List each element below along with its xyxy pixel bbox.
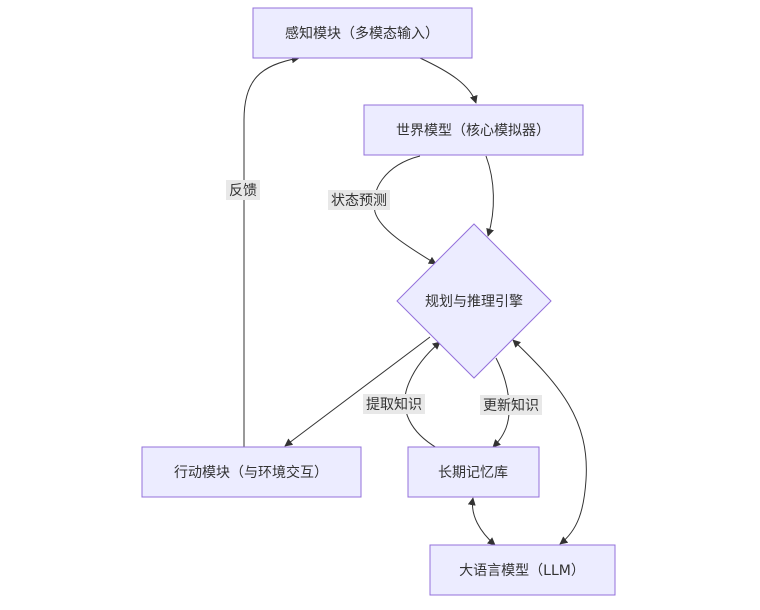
edge-planning-to-action <box>284 336 431 447</box>
node-perception-module-label: 感知模块（多模态输入） <box>285 25 439 42</box>
node-long-term-memory[interactable]: 长期记忆库 <box>407 446 540 498</box>
node-world-model[interactable]: 世界模型（核心模拟器） <box>363 104 584 156</box>
node-action-module-label: 行动模块（与环境交互） <box>174 464 328 481</box>
edge-label-feedback-text: 反馈 <box>229 183 257 199</box>
node-world-model-label: 世界模型（核心模拟器） <box>396 123 550 139</box>
edge-label-retrieve-knowledge-text: 提取知识 <box>366 396 422 413</box>
edge-label-retrieve-knowledge: 提取知识 <box>363 394 425 414</box>
edges <box>243 55 587 546</box>
edge-perception-to-world-model <box>419 57 478 104</box>
edge-label-update-knowledge: 更新知识 <box>480 395 542 415</box>
edge-memory-llm-bidirectional <box>467 497 496 546</box>
node-llm-label: 大语言模型（LLM） <box>459 563 585 579</box>
edge-planning-llm-bidirectional <box>512 339 587 545</box>
edge-label-state-prediction: 状态预测 <box>328 190 390 210</box>
node-perception-module[interactable]: 感知模块（多模态输入） <box>252 7 473 59</box>
edge-world-model-to-planning-state-prediction <box>373 155 437 265</box>
edge-label-feedback: 反馈 <box>226 180 260 200</box>
edge-planning-to-memory-update <box>492 357 510 448</box>
node-long-term-memory-label: 长期记忆库 <box>438 465 508 481</box>
edge-action-to-perception-feedback <box>243 55 300 447</box>
node-planning-engine-label: 规划与推理引擎 <box>425 294 523 310</box>
node-action-module[interactable]: 行动模块（与环境交互） <box>141 446 362 498</box>
edge-memory-to-planning-retrieve <box>404 341 441 449</box>
edge-label-state-prediction-text: 状态预测 <box>331 193 387 209</box>
edge-label-update-knowledge-text: 更新知识 <box>483 397 539 414</box>
edge-world-model-to-planning <box>485 155 494 237</box>
node-llm[interactable]: 大语言模型（LLM） <box>429 544 616 596</box>
node-planning-engine[interactable]: 规划与推理引擎 <box>396 223 552 379</box>
